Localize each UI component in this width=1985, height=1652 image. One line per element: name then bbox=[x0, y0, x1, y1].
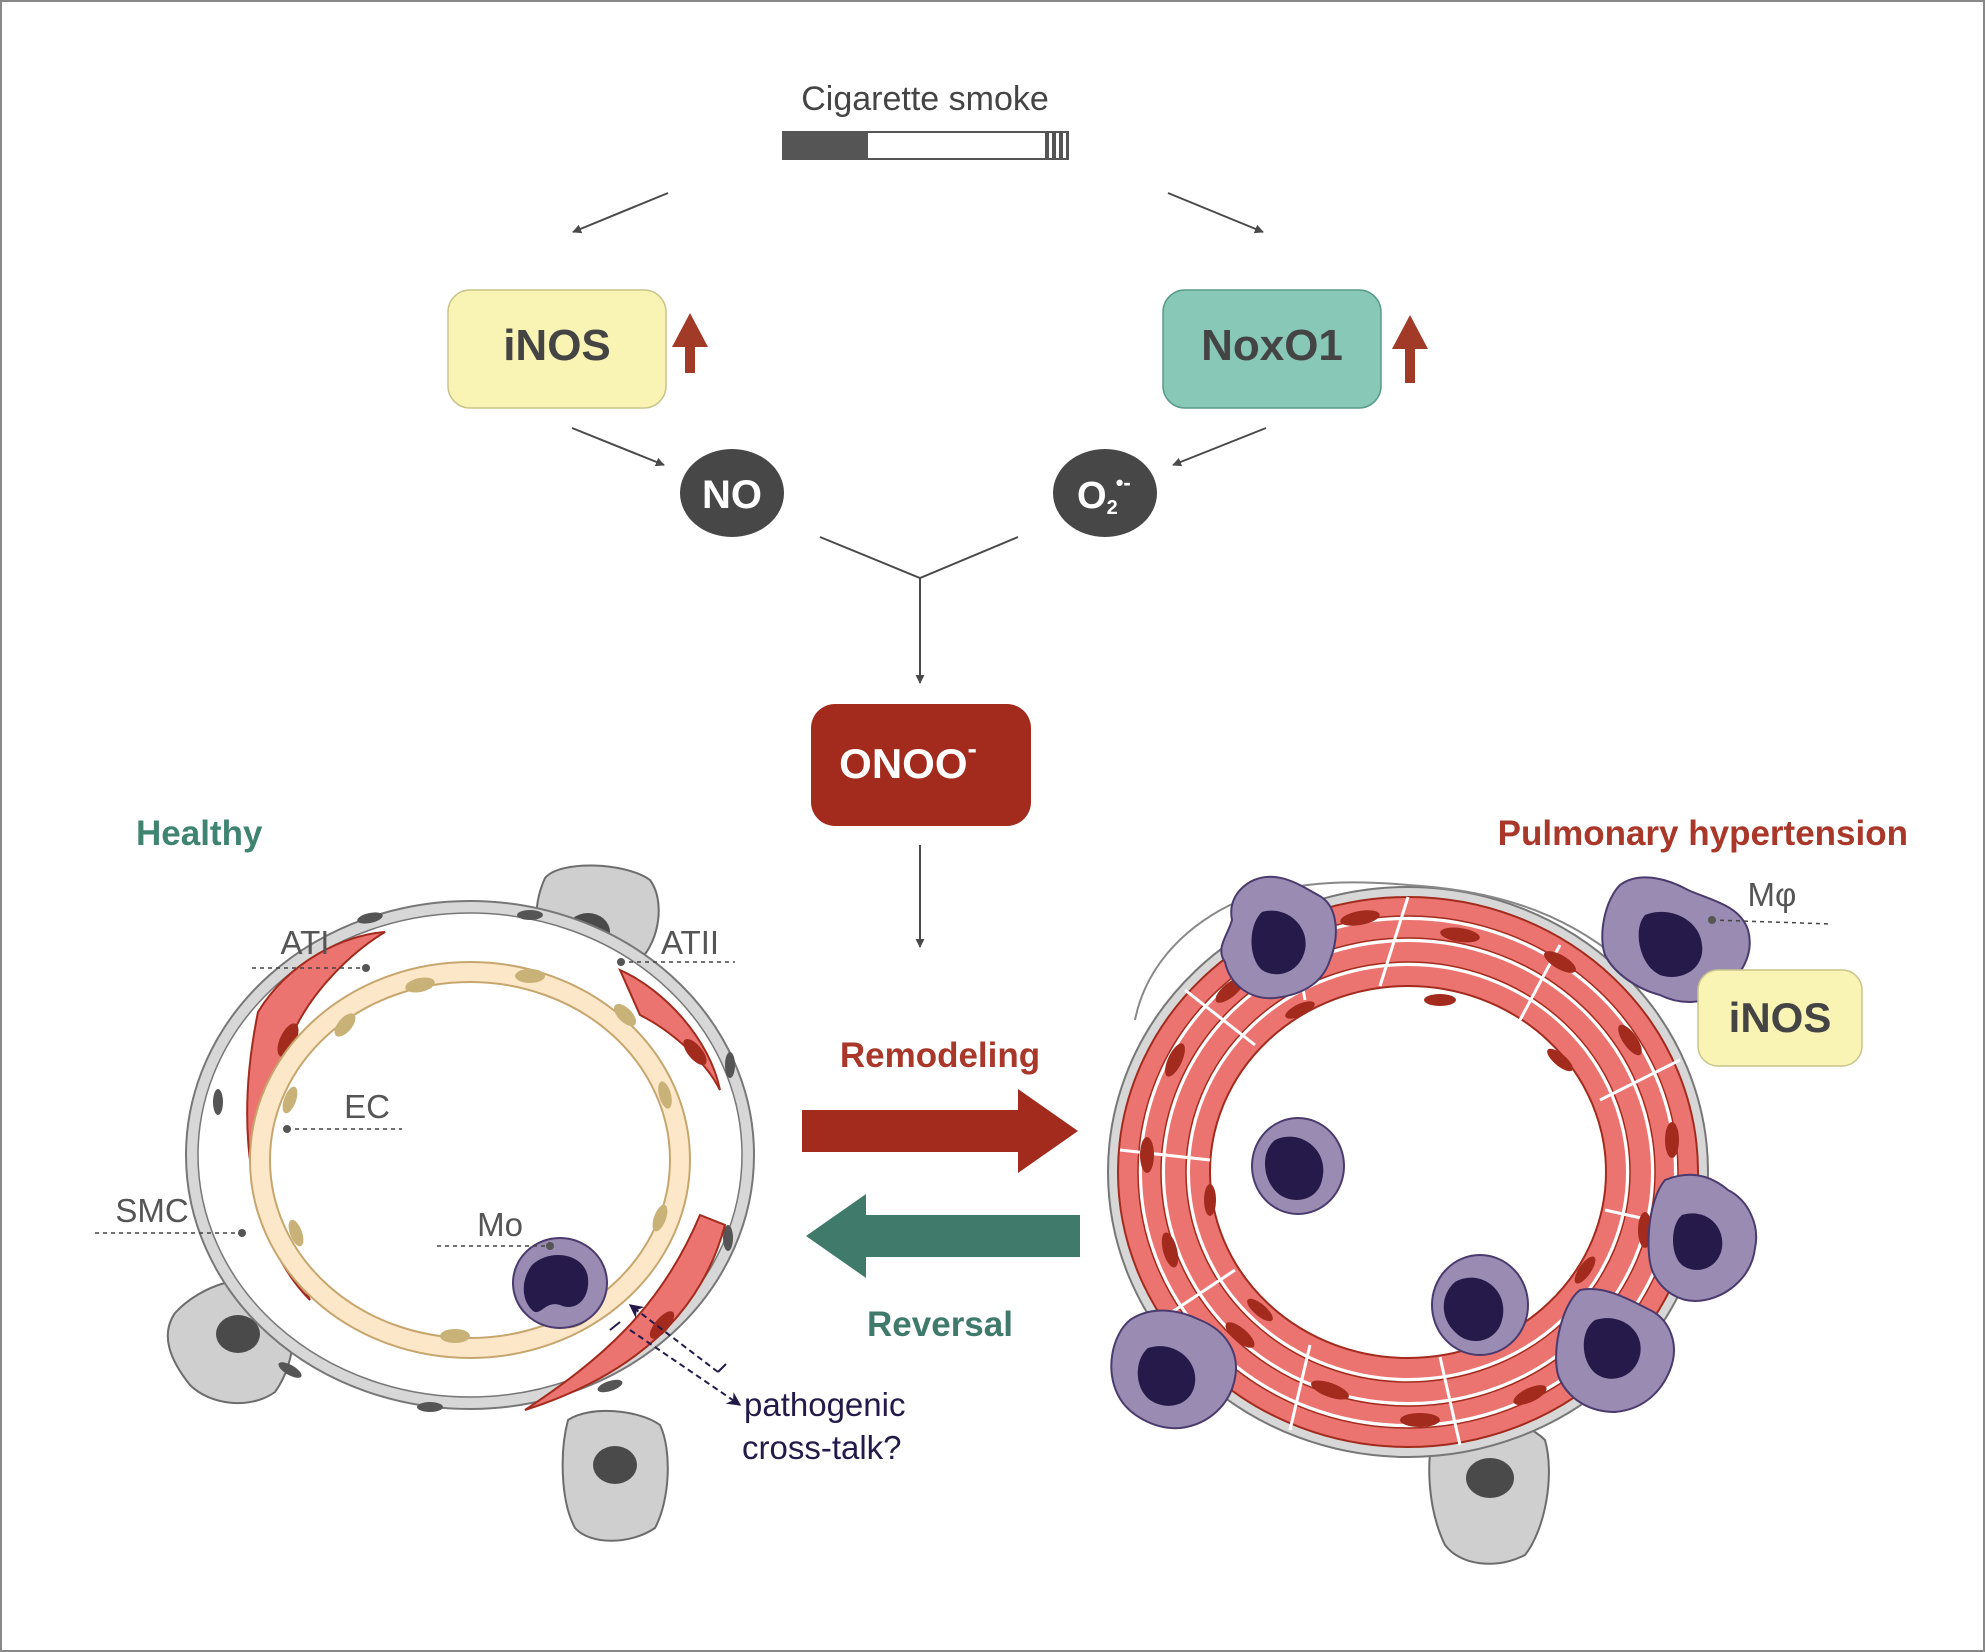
crosstalk-line2: cross-talk? bbox=[742, 1429, 902, 1466]
ph-inos-label: iNOS bbox=[1729, 994, 1832, 1041]
ph-vessel bbox=[1107, 875, 1758, 1565]
label-ec: EC bbox=[344, 1088, 390, 1125]
pointer-macrophage bbox=[1708, 916, 1716, 924]
arrow-smoke-to-noxo1 bbox=[1167, 192, 1264, 234]
crosstalk-tick-right bbox=[717, 1363, 727, 1373]
pointer-ec bbox=[283, 1125, 291, 1133]
arrow-noxo1-to-superoxide bbox=[1172, 427, 1267, 467]
label-macrophage: Mφ bbox=[1748, 876, 1797, 913]
smc-cell-right-upper bbox=[618, 968, 721, 1091]
reversal-arrow-icon bbox=[806, 1194, 1080, 1278]
ph-title: Pulmonary hypertension bbox=[1498, 814, 1908, 853]
no-label: NO bbox=[702, 473, 762, 517]
smc-cell-right-lower bbox=[524, 1213, 727, 1411]
crosstalk-arrow-to-smc bbox=[629, 1329, 742, 1406]
ph-monocyte-2 bbox=[1431, 1254, 1529, 1356]
label-atii: ATII bbox=[661, 924, 719, 961]
ph-monocyte-1 bbox=[1251, 1117, 1345, 1215]
ph-inos-box bbox=[1697, 969, 1863, 1067]
reversal-label: Reversal bbox=[867, 1305, 1013, 1344]
remodeling-arrow-icon bbox=[802, 1089, 1078, 1173]
pointer-ati bbox=[362, 964, 370, 972]
crosstalk-line1: pathogenic bbox=[744, 1386, 905, 1423]
healthy-title: Healthy bbox=[136, 814, 263, 853]
label-mo: Mo bbox=[477, 1206, 523, 1243]
crosstalk-tick-left bbox=[609, 1321, 621, 1331]
ph-macrophage-top-left bbox=[1220, 875, 1337, 1000]
inos-up-arrow-icon bbox=[672, 313, 708, 373]
noxo1-up-arrow-icon bbox=[1392, 315, 1428, 383]
noxo1-box bbox=[1162, 289, 1382, 409]
atii-cell-bottom bbox=[561, 1410, 669, 1542]
label-ati: ATI bbox=[281, 924, 330, 961]
crosstalk-arrow-to-monocyte bbox=[628, 1304, 719, 1373]
onoo-box bbox=[811, 704, 1031, 826]
onoo-label: ONOO- bbox=[839, 733, 977, 787]
superoxide-node bbox=[1053, 449, 1157, 537]
inos-label: iNOS bbox=[503, 321, 611, 370]
remodeling-label: Remodeling bbox=[840, 1036, 1040, 1075]
cigarette-icon bbox=[782, 131, 1069, 160]
label-smc: SMC bbox=[115, 1192, 188, 1229]
arrow-inos-to-no bbox=[571, 427, 665, 467]
inos-box bbox=[447, 289, 667, 409]
noxo1-label: NoxO1 bbox=[1201, 321, 1343, 370]
healthy-vessel bbox=[166, 864, 755, 1542]
ph-macrophage-lower-left bbox=[1110, 1309, 1237, 1430]
monocyte bbox=[512, 1237, 608, 1329]
pointer-smc bbox=[238, 1229, 246, 1237]
pointer-mo bbox=[546, 1242, 554, 1250]
superoxide-label: O2•- bbox=[1077, 470, 1131, 519]
no-node bbox=[680, 449, 784, 537]
arrow-smoke-to-inos bbox=[572, 192, 669, 234]
ph-macrophage-lower-right bbox=[1555, 1288, 1675, 1414]
ph-smc-nuclei bbox=[1140, 910, 1679, 1427]
ph-macrophage-right bbox=[1647, 1173, 1758, 1302]
pointer-atii bbox=[617, 958, 625, 966]
cigarette-smoke-label: Cigarette smoke bbox=[801, 80, 1049, 118]
